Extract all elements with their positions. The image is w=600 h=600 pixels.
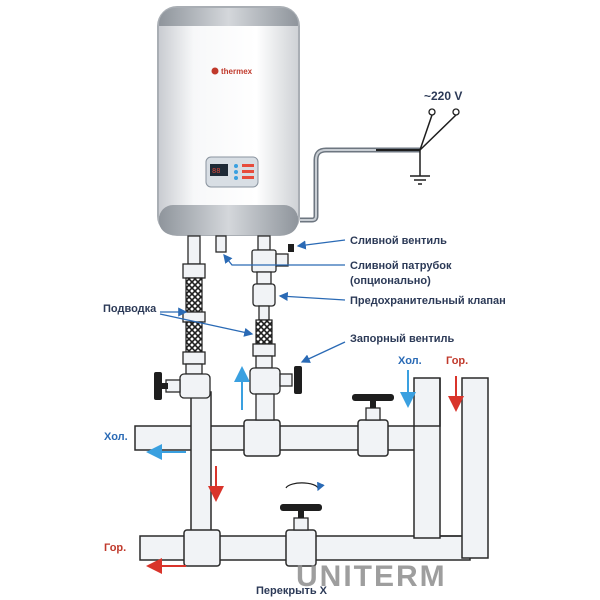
cold-flex-hose: [255, 319, 273, 345]
indicator-2: [234, 170, 238, 174]
rotate-arrow: [285, 481, 325, 492]
hot-drop-pipe: [190, 391, 212, 543]
cold-valve-body: [357, 419, 389, 457]
cold-tee: [243, 419, 281, 457]
display-readout: 88: [212, 168, 220, 176]
callout-lines: [159, 239, 346, 363]
hot-outlet-nozzle: [187, 235, 201, 265]
label-drain-nozzle: Сливной патрубок: [350, 260, 452, 272]
label-hot-left: Гор.: [104, 542, 126, 554]
hot-tee: [183, 529, 221, 567]
label-supply-hose: Подводка: [103, 303, 157, 315]
label-drain-valve: Сливной вентиль: [350, 235, 447, 247]
drain-valve-tee: [251, 249, 277, 273]
cold-inlet-nozzle: [257, 235, 271, 251]
ground-icon: [410, 175, 430, 185]
hot-shutoff-handle: [154, 372, 162, 400]
flow-arrows: [146, 366, 464, 574]
cold-main-valve-handle: [352, 394, 394, 401]
power-cable: ~220 V: [300, 89, 462, 223]
led-bar-1: [242, 164, 254, 167]
cold-shutoff-handle: [294, 366, 302, 394]
voltage-label: ~220 V: [424, 89, 462, 103]
indicator-1: [234, 164, 238, 168]
cold-riser: [413, 377, 441, 539]
cold-main-valve: [352, 394, 394, 421]
label-cold-left: Хол.: [104, 431, 128, 443]
drain-valve-handle: [288, 244, 294, 252]
bypass-valve-handle: [280, 504, 322, 511]
watermark-text: UNITERM: [296, 560, 447, 593]
label-hot-right: Гор.: [446, 355, 468, 367]
tank-bottom-cap: [159, 205, 298, 235]
water-heater: thermex 88: [157, 6, 300, 236]
hot-flex-hose-lower: [185, 321, 203, 353]
control-panel: 88: [205, 156, 259, 188]
hot-outlet-nut: [182, 263, 206, 279]
temperature-display: [210, 164, 228, 176]
brand-text: thermex: [221, 67, 253, 76]
led-bar-3: [242, 176, 254, 179]
label-safety-valve: Предохранительный клапан: [350, 295, 506, 307]
indicator-3: [234, 176, 238, 180]
hot-flex-hose-upper: [185, 277, 203, 313]
watermark: UNITERM: [296, 560, 447, 593]
hot-shutoff-valve: [154, 363, 211, 400]
cold-shutoff-valve: [249, 355, 302, 421]
hot-riser: [461, 377, 489, 559]
label-shutoff-valve: Запорный вентиль: [350, 333, 454, 345]
label-cold-right: Хол.: [398, 355, 422, 367]
label-drain-nozzle-note: (опционально): [350, 275, 431, 287]
label-bypass: Перекрыть Х: [256, 585, 328, 597]
pipework: [134, 377, 489, 567]
cold-elbow: [414, 378, 441, 427]
safety-valve: [252, 283, 276, 307]
drain-nozzle: [215, 235, 227, 253]
bypass-valve: [280, 481, 325, 531]
brand-logo: thermex: [211, 67, 253, 76]
led-bar-2: [242, 170, 254, 173]
